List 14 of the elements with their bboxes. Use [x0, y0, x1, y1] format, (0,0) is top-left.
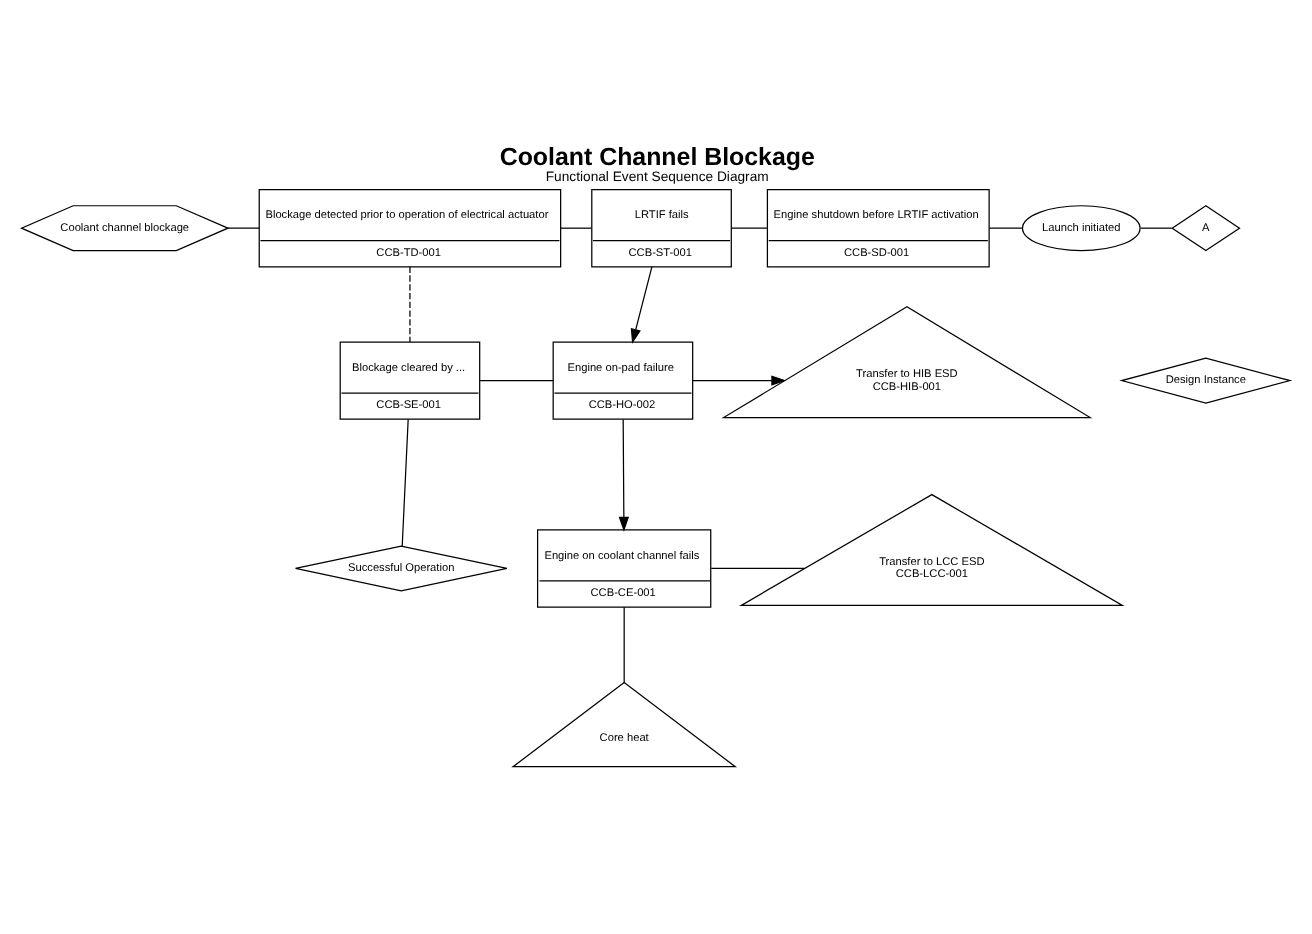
connector — [710, 566, 806, 569]
diagram-title: Coolant Channel Blockage — [499, 141, 815, 170]
connector — [560, 226, 593, 228]
connector — [988, 226, 1023, 228]
connector — [409, 265, 411, 342]
connector — [730, 226, 768, 228]
arrow — [692, 374, 787, 385]
connector — [479, 379, 554, 381]
arrow — [630, 265, 653, 343]
connector — [227, 226, 260, 228]
connector — [401, 417, 409, 546]
connector — [1140, 226, 1173, 228]
arrow — [618, 417, 630, 531]
connector — [623, 605, 625, 682]
